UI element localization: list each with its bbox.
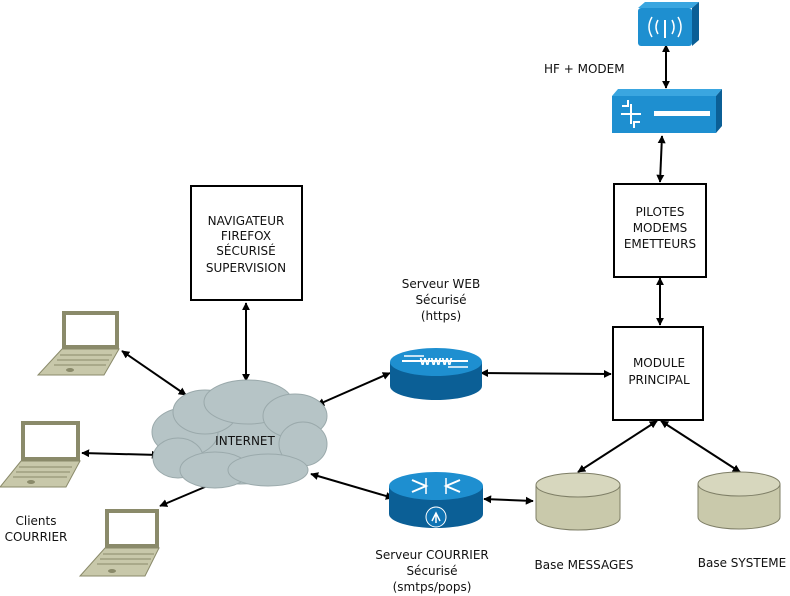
navigateur-box: NAVIGATEUR FIREFOX SÉCURISÉ SUPERVISION bbox=[190, 185, 303, 301]
module-line-2: PRINCIPAL bbox=[628, 373, 690, 387]
laptop-icon bbox=[36, 311, 120, 376]
pilotes-line-3: EMETTEURS bbox=[624, 237, 696, 251]
wireless-access-point-icon bbox=[638, 2, 699, 46]
pilotes-line-2: MODEMS bbox=[633, 221, 688, 235]
laptop-icon bbox=[78, 509, 160, 577]
connector-internet-mailserver bbox=[310, 472, 394, 500]
connector-module-basesysteme bbox=[660, 420, 741, 473]
modem-switch-icon bbox=[612, 89, 722, 133]
connector-laptop1-internet bbox=[121, 350, 187, 396]
base-systeme-label: Base SYSTEME bbox=[698, 556, 786, 570]
web-server-label-1: Serveur WEB bbox=[402, 277, 480, 291]
navigateur-line-4: SUPERVISION bbox=[206, 261, 286, 275]
connector-internet-web bbox=[316, 372, 391, 406]
database-cylinder-icon bbox=[697, 471, 781, 530]
mail-server-label-2: Sécurisé bbox=[406, 564, 457, 578]
database-cylinder-icon bbox=[535, 472, 621, 531]
connector-pilotes-modem bbox=[656, 135, 666, 183]
clients-label-1: Clients bbox=[16, 514, 57, 528]
cloud-icon bbox=[151, 379, 328, 489]
mail-router-icon bbox=[389, 472, 483, 528]
navigateur-line-3: SÉCURISÉ bbox=[216, 243, 275, 258]
module-line-1: MODULE bbox=[633, 356, 685, 370]
www-text: WWW bbox=[419, 357, 452, 368]
mail-server-label-1: Serveur COURRIER bbox=[375, 548, 489, 562]
web-server-label-2: Sécurisé bbox=[415, 293, 466, 307]
connector-mailserver-basemessages bbox=[483, 495, 534, 505]
hf-modem-label: HF + MODEM bbox=[544, 62, 625, 76]
module-principal-box: MODULE PRINCIPAL bbox=[612, 326, 704, 421]
base-messages-label: Base MESSAGES bbox=[535, 558, 634, 572]
internet-label: INTERNET bbox=[215, 434, 275, 448]
www-router-icon: WWW bbox=[390, 348, 482, 400]
clients-label-2: COURRIER bbox=[5, 530, 68, 544]
navigateur-line-1: NAVIGATEUR bbox=[208, 214, 285, 228]
connector-web-module bbox=[480, 369, 612, 378]
laptop-icon bbox=[0, 421, 81, 488]
mail-server-label-3: (smtps/pops) bbox=[393, 580, 472, 594]
web-server-label-3: (https) bbox=[421, 309, 461, 323]
pilotes-box: PILOTES MODEMS EMETTEURS bbox=[613, 183, 707, 278]
connections bbox=[81, 44, 741, 507]
pilotes-line-1: PILOTES bbox=[635, 205, 684, 219]
connector-laptop2-internet bbox=[81, 449, 160, 459]
navigateur-line-2: FIREFOX bbox=[221, 229, 271, 243]
connector-module-basemessages bbox=[577, 420, 658, 473]
